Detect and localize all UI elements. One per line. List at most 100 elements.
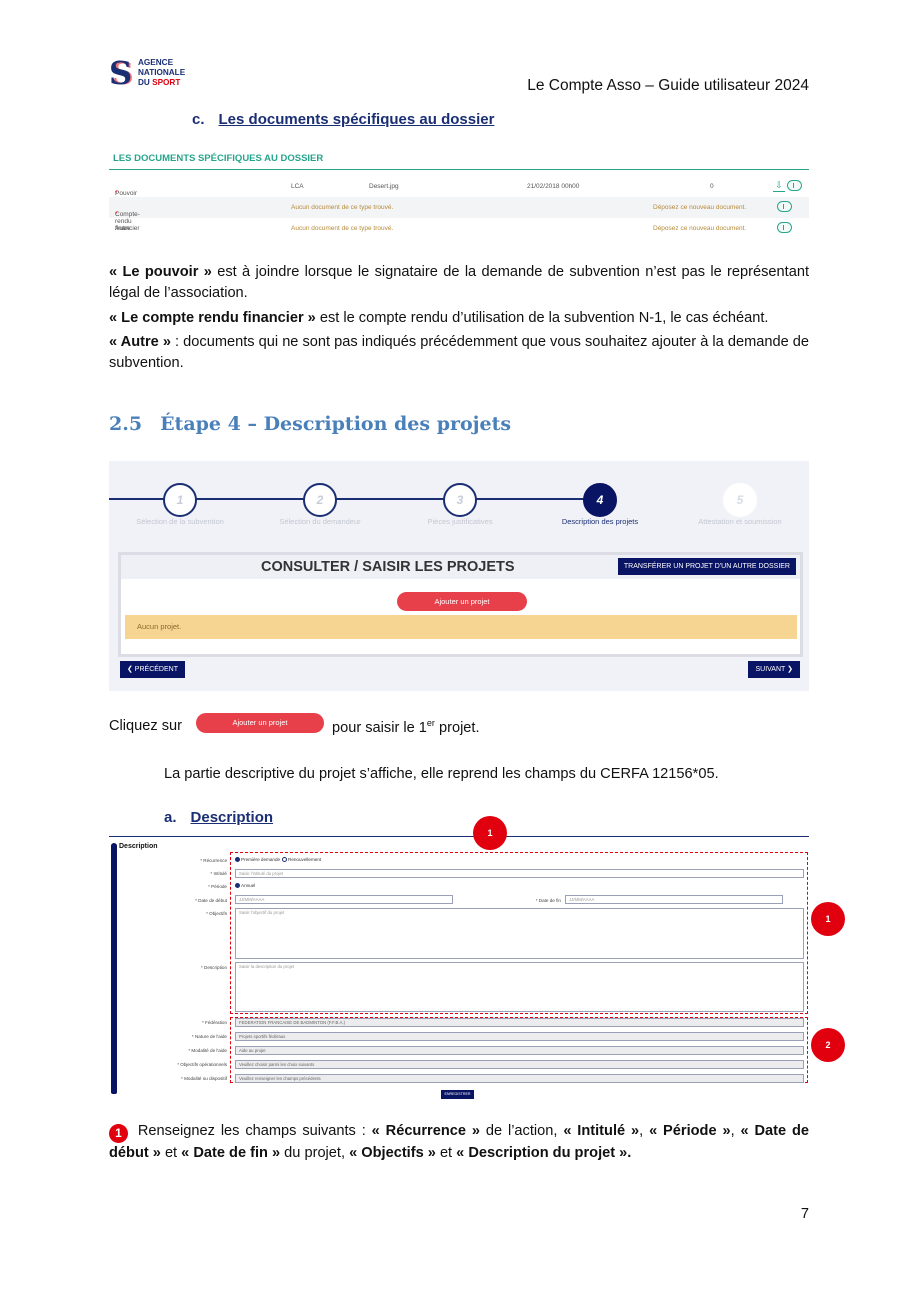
recurrence-first-radio[interactable]: Première demande xyxy=(235,857,280,862)
doc-label-text: Compte-rendu financier xyxy=(115,211,140,232)
recurrence-label: * Récurrence xyxy=(200,858,227,863)
field-date-debut: « Date de début » xyxy=(109,1123,810,1161)
instruction-text: projet. xyxy=(434,719,480,736)
text-run: et xyxy=(435,1145,457,1161)
federation-select[interactable]: FEDERATION FRANCAISE DE BADMINTON (F.F.B… xyxy=(235,1018,804,1027)
stepper-line xyxy=(109,498,601,500)
logo-mark: S xyxy=(109,54,133,92)
logo-line-3a: DU xyxy=(138,78,153,87)
federation-label: * Fédération xyxy=(201,1020,227,1025)
logo-line-3: DU SPORT xyxy=(138,78,185,88)
logo-text: AGENCE NATIONALE DU SPORT xyxy=(138,58,185,88)
logo-mark-red: S xyxy=(112,57,134,92)
table-row: Autre Aucun document de ce type trouvé. … xyxy=(109,218,809,239)
section-number: 2.5 xyxy=(109,413,143,435)
add-project-button[interactable]: Ajouter un projet xyxy=(397,592,527,611)
recurrence-renewal-radio[interactable]: Renouvellement xyxy=(282,857,321,862)
objectifs-operationnels-select[interactable]: Veuillez choisir parmi les choix suivant… xyxy=(235,1060,804,1069)
highlight-zone-1 xyxy=(230,852,808,1014)
upload-cloud-icon[interactable] xyxy=(777,222,792,233)
add-project-button-inline[interactable]: Ajouter un projet xyxy=(196,713,324,733)
specific-documents-table: LES DOCUMENTS SPÉCIFIQUES AU DOSSIER Pou… xyxy=(109,150,809,239)
page-number: 7 xyxy=(800,1206,809,1222)
paragraph-text: : documents qui ne sont pas indiqués pré… xyxy=(109,334,810,371)
periode-annual-radio[interactable]: Annuel xyxy=(235,883,255,888)
transfer-project-button[interactable]: TRANSFÉRER UN PROJET D'UN AUTRE DOSSIER xyxy=(617,558,796,575)
doc-label-text: Pouvoir xyxy=(115,190,138,197)
text-run: du projet, xyxy=(280,1145,350,1161)
nature-label: * Nature de l'aide xyxy=(191,1034,227,1039)
callout-badge-1-top: 1 xyxy=(473,816,507,850)
section-c-heading: c.Les documents spécifiques au dossier xyxy=(192,111,494,128)
objectifs-textarea[interactable]: Saisir l'objectif du projet xyxy=(235,908,804,959)
field-periode: « Période » xyxy=(649,1123,731,1139)
logo-line-1: AGENCE xyxy=(138,58,174,67)
doc-label: Autre xyxy=(115,225,131,232)
text-run: , xyxy=(639,1123,650,1139)
instruction-text: pour saisir le 1 xyxy=(332,719,427,736)
form-sidebar xyxy=(111,844,117,1094)
date-fin-input[interactable]: JJ/MM/AAAA xyxy=(565,895,783,904)
no-document-message: Aucun document de ce type trouvé. xyxy=(291,225,394,232)
step-label-4: Description des projets xyxy=(561,517,639,526)
section-a-number: a. xyxy=(164,809,177,826)
modalite-select[interactable]: Aide au projet xyxy=(235,1046,804,1055)
form-section-label: Description xyxy=(111,843,158,850)
step-circle-5[interactable]: 5 xyxy=(723,483,757,517)
radio-label: Annuel xyxy=(241,883,256,888)
step-label-2: Sélection du demandeur xyxy=(279,517,361,526)
date-fin-label: * Date de fin xyxy=(535,898,561,903)
section-a-heading: a.Description xyxy=(164,809,273,826)
date-debut-input[interactable]: JJ/MM/AAAA xyxy=(235,895,453,904)
step-label-1: Sélection de la subvention xyxy=(136,517,224,526)
step-label-5: Attestation et soumission xyxy=(698,517,782,526)
step-circle-4[interactable]: 4 xyxy=(583,483,617,517)
term-autre: « Autre » xyxy=(109,334,171,350)
fields-instruction-paragraph: 1 Renseignez les champs suivants : « Réc… xyxy=(109,1121,809,1164)
step-label-3: Pièces justificatives xyxy=(427,517,493,526)
description-textarea[interactable]: Saisir la description du projet xyxy=(235,962,804,1012)
superscript: er xyxy=(426,718,435,728)
doc-type-code: LCA xyxy=(291,183,304,190)
deposit-document-link[interactable]: Déposez ce nouveau document. xyxy=(653,204,747,211)
nature-select[interactable]: Projets sportifs fédéraux xyxy=(235,1032,804,1041)
periode-label: * Période xyxy=(208,884,227,889)
section-2-5-heading: 2.5 Étape 4 – Description des projets xyxy=(109,413,511,435)
save-button[interactable]: ENREGISTRER xyxy=(441,1090,474,1099)
paragraph-text: est à joindre lorsque le signataire de l… xyxy=(109,264,809,301)
field-description: « Description du projet ». xyxy=(456,1145,632,1161)
logo-line-2: NATIONALE xyxy=(138,68,186,77)
download-icon[interactable]: ⇩ xyxy=(773,181,785,192)
intitule-label: * Intitulé xyxy=(210,871,227,876)
intitule-input[interactable]: Saisir l'intitulé du projet xyxy=(235,869,804,878)
form-top-rule xyxy=(109,836,809,837)
text-run: et xyxy=(160,1145,182,1161)
objectifs-operationnels-label: * Objectifs opérationnels xyxy=(177,1062,227,1067)
step-circle-2[interactable]: 2 xyxy=(303,483,337,517)
text-run: , xyxy=(730,1123,741,1139)
step-circle-1[interactable]: 1 xyxy=(163,483,197,517)
text-run: de l’action, xyxy=(479,1123,564,1139)
table-row: Compte-rendu financier * Aucun document … xyxy=(109,197,809,232)
required-marker: * xyxy=(115,190,118,197)
upload-cloud-icon[interactable] xyxy=(787,180,802,191)
doc-date: 21/02/2018 00h00 xyxy=(527,183,580,190)
logo-line-3b: SPORT xyxy=(152,78,181,87)
previous-button[interactable]: ❮ PRÉCÉDENT xyxy=(120,661,185,678)
section-title: Étape 4 – Description des projets xyxy=(160,413,512,435)
term-compte-rendu: « Le compte rendu financier » xyxy=(109,310,316,326)
doc-filename[interactable]: Desert.jpg xyxy=(369,183,399,190)
radio-label: Première demande xyxy=(241,857,281,862)
upload-cloud-icon[interactable] xyxy=(777,201,792,212)
callout-badge-1-side: 1 xyxy=(811,902,845,936)
dispositif-select[interactable]: Veuillez renseigner les champs précédent… xyxy=(235,1074,804,1083)
deposit-document-link[interactable]: Déposez ce nouveau document. xyxy=(653,225,747,232)
next-button[interactable]: SUIVANT ❯ xyxy=(748,661,800,678)
section-c-number: c. xyxy=(192,111,205,128)
field-recurrence: « Récurrence » xyxy=(371,1123,480,1139)
stepper-screenshot: 1 2 3 4 5 Sélection de la subvention Sél… xyxy=(109,461,809,691)
doc-count: 0 xyxy=(710,183,714,190)
paragraph-compte-rendu: « Le compte rendu financier » est le com… xyxy=(109,308,809,329)
date-debut-label: * Date de début xyxy=(195,898,227,903)
step-circle-3[interactable]: 3 xyxy=(443,483,477,517)
